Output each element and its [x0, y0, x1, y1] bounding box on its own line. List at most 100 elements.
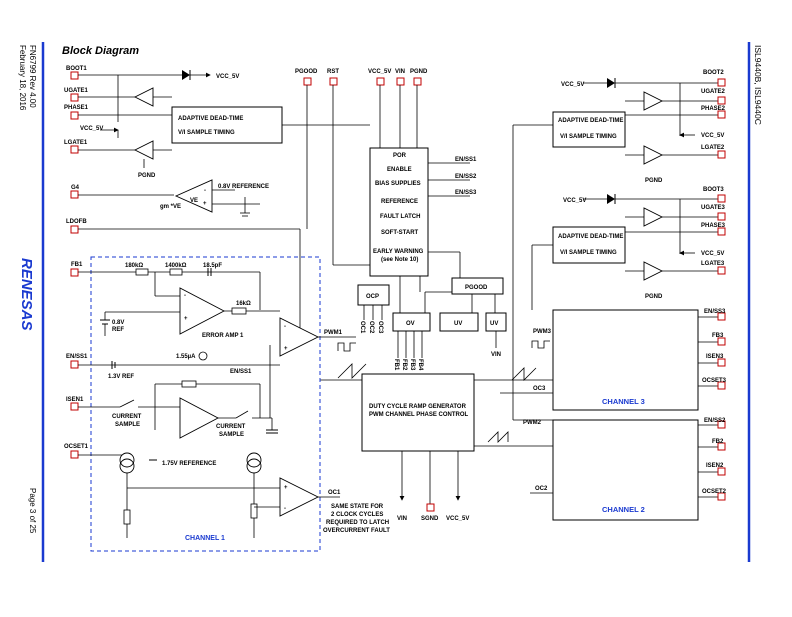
protection-blocks: OCP OC1 OC2 OC3 PGOOD OV UV UV VIN FB1 F… [357, 277, 507, 371]
isen-current-source-icon [246, 452, 262, 468]
adaptive-deadtime-block-ch1 [171, 106, 283, 144]
svg-text:-: - [184, 293, 186, 299]
pin-lgate2 [717, 150, 726, 159]
pin-vcc5v-top [376, 77, 385, 86]
core-enss3-label: EN/SS3 [455, 190, 477, 196]
oc2-label: OC2 [535, 486, 548, 492]
current-sample-label-2b: SAMPLE [219, 432, 244, 438]
channel3-block [552, 309, 699, 411]
oc1-label: OC1 [328, 490, 341, 496]
ocp-oc1: OC1 [359, 321, 365, 334]
vcc5v-label-r2: VCC_5V [563, 198, 586, 204]
pin-label-g4: G4 [71, 185, 80, 191]
core-enable: ENABLE [387, 167, 412, 173]
uv-vin-label: UV [490, 321, 498, 327]
error-amp-label: ERROR AMP 1 [202, 333, 244, 339]
core-control-block [369, 147, 429, 277]
current-sample-label-2a: CURRENT [216, 424, 246, 430]
enss1-internal-label: EN/SS1 [230, 369, 252, 375]
svg-text:+: + [184, 316, 188, 322]
pwm1-label: PWM1 [324, 330, 343, 336]
pin-label-isen3: ISEN3 [706, 354, 724, 360]
top-pin-group: PGOOD RST VCC_5V VIN PGND [295, 69, 428, 266]
pin-label-vcc5v-top: VCC_5V [368, 69, 391, 75]
pin-ugate2 [717, 96, 726, 105]
pin-label-boot2: BOOT2 [703, 70, 724, 76]
pin-label-fb2: FB2 [712, 439, 724, 445]
doc-date: February 18, 2016 [18, 45, 27, 111]
error-amp-1 [179, 287, 225, 335]
bottom-sgnd-label: SGND [421, 516, 439, 522]
core-note: (see Note 10) [381, 257, 418, 263]
pin-label-lgate1: LGATE1 [64, 140, 88, 146]
pin-label-enss2: EN/SS2 [704, 418, 726, 424]
oc3-label: OC3 [533, 386, 546, 392]
pin-enss2 [717, 420, 726, 429]
oc-note: SAME STATE FOR 2 CLOCK CYCLES REQUIRED T… [323, 504, 390, 534]
r16k-label: 16kΩ [236, 301, 251, 307]
pin-label-lgate3: LGATE3 [701, 261, 725, 267]
renesas-logo: RENESAS [18, 258, 35, 331]
r1400k-label: 1400kΩ [165, 263, 187, 269]
pin-label-isen1: ISEN1 [66, 397, 84, 403]
fb-tap-1: FB1 [393, 359, 399, 371]
svg-text:+: + [284, 346, 288, 352]
pgnd-label-r1: PGND [645, 178, 663, 184]
right-gate-drive-ch2: VCC_5V BOOT2 UGATE2 PHASE2 VCC_5V LGATE2… [512, 70, 726, 421]
pin-boot3 [717, 194, 726, 203]
vcc5v-label-r1: VCC_5V [561, 82, 584, 88]
pgood-block-label: PGOOD [465, 285, 488, 291]
pin-label-phase3: PHASE3 [701, 223, 726, 229]
pin-fb2 [717, 442, 726, 451]
pin-label-fb3: FB3 [712, 333, 724, 339]
doc-number: FN6799 Rev 4.00 [28, 45, 37, 108]
ocp-oc2: OC2 [368, 321, 374, 334]
pin-ocset3 [717, 381, 726, 390]
fb-tap-2: FB2 [401, 359, 407, 371]
vcc5v-label-top-left: VCC_5V [216, 74, 239, 80]
ldo-amplifier: - + VE gm *VE 0.8V REFERENCE [78, 179, 301, 345]
core-soft-start: SOFT-START [381, 230, 419, 236]
channel2-label: CHANNEL 2 [602, 505, 645, 514]
ugate2-driver [643, 91, 664, 111]
pin-label-ocset2: OCSET2 [702, 489, 727, 495]
ugate1-driver [133, 87, 154, 107]
pin-label-boot1: BOOT1 [66, 66, 87, 72]
pgnd-label-ch1: PGND [138, 173, 156, 179]
core-por: POR [393, 153, 407, 159]
pin-label-pgnd-top: PGND [410, 69, 428, 75]
channel1-internal: 180kΩ 1400kΩ 18.5pF - + ERROR AMP 1 16kΩ… [78, 263, 356, 538]
ref08-label: 0.8V [112, 320, 124, 326]
pin-label-enss3: EN/SS3 [704, 309, 726, 315]
pin-fb3 [717, 337, 726, 346]
pin-phase2 [717, 110, 726, 119]
pin-label-vcc5v-r1: VCC_5V [701, 133, 724, 139]
diode-icon-r2 [607, 194, 615, 204]
channel3-label: CHANNEL 3 [602, 397, 645, 406]
ramp-waveform-ch1 [337, 363, 367, 379]
oc1-comparator [279, 477, 320, 517]
channel1-label: CHANNEL 1 [185, 535, 225, 542]
ref175v-label: 1.75V REFERENCE [162, 461, 216, 467]
lgate1-driver [133, 140, 154, 160]
pin-label-phase2: PHASE2 [701, 106, 726, 112]
adt-r1-line1: ADAPTIVE DEAD-TIME [558, 118, 623, 124]
pin-label-ugate2: UGATE2 [701, 89, 726, 95]
pin-label-ocset1: OCSET1 [64, 444, 89, 450]
pin-rst [329, 77, 338, 86]
ramp-line2: PWM CHANNEL PHASE CONTROL [369, 412, 469, 418]
oc-note-line3: REQUIRED TO LATCH [326, 520, 389, 526]
ov-label: OV [406, 321, 415, 327]
channel2-group: CHANNEL 2 PWM2 OC2 EN/SS2 FB2 ISEN2 OCSE… [523, 418, 727, 521]
pwm3-label: PWM3 [533, 329, 552, 335]
adt-r2-line2: V/I SAMPLE TIMING [560, 250, 617, 256]
svg-text:-: - [204, 188, 206, 194]
right-gate-drive-ch3: VCC_5V BOOT3 UGATE3 PHASE3 VCC_5V LGATE3… [531, 187, 726, 310]
ref-label: REF [112, 327, 124, 333]
ocp-oc3: OC3 [377, 321, 383, 334]
pgood-block [451, 277, 504, 295]
pin-label-phase1: PHASE1 [64, 105, 89, 111]
ref13v-label: 1.3V REF [108, 374, 134, 380]
